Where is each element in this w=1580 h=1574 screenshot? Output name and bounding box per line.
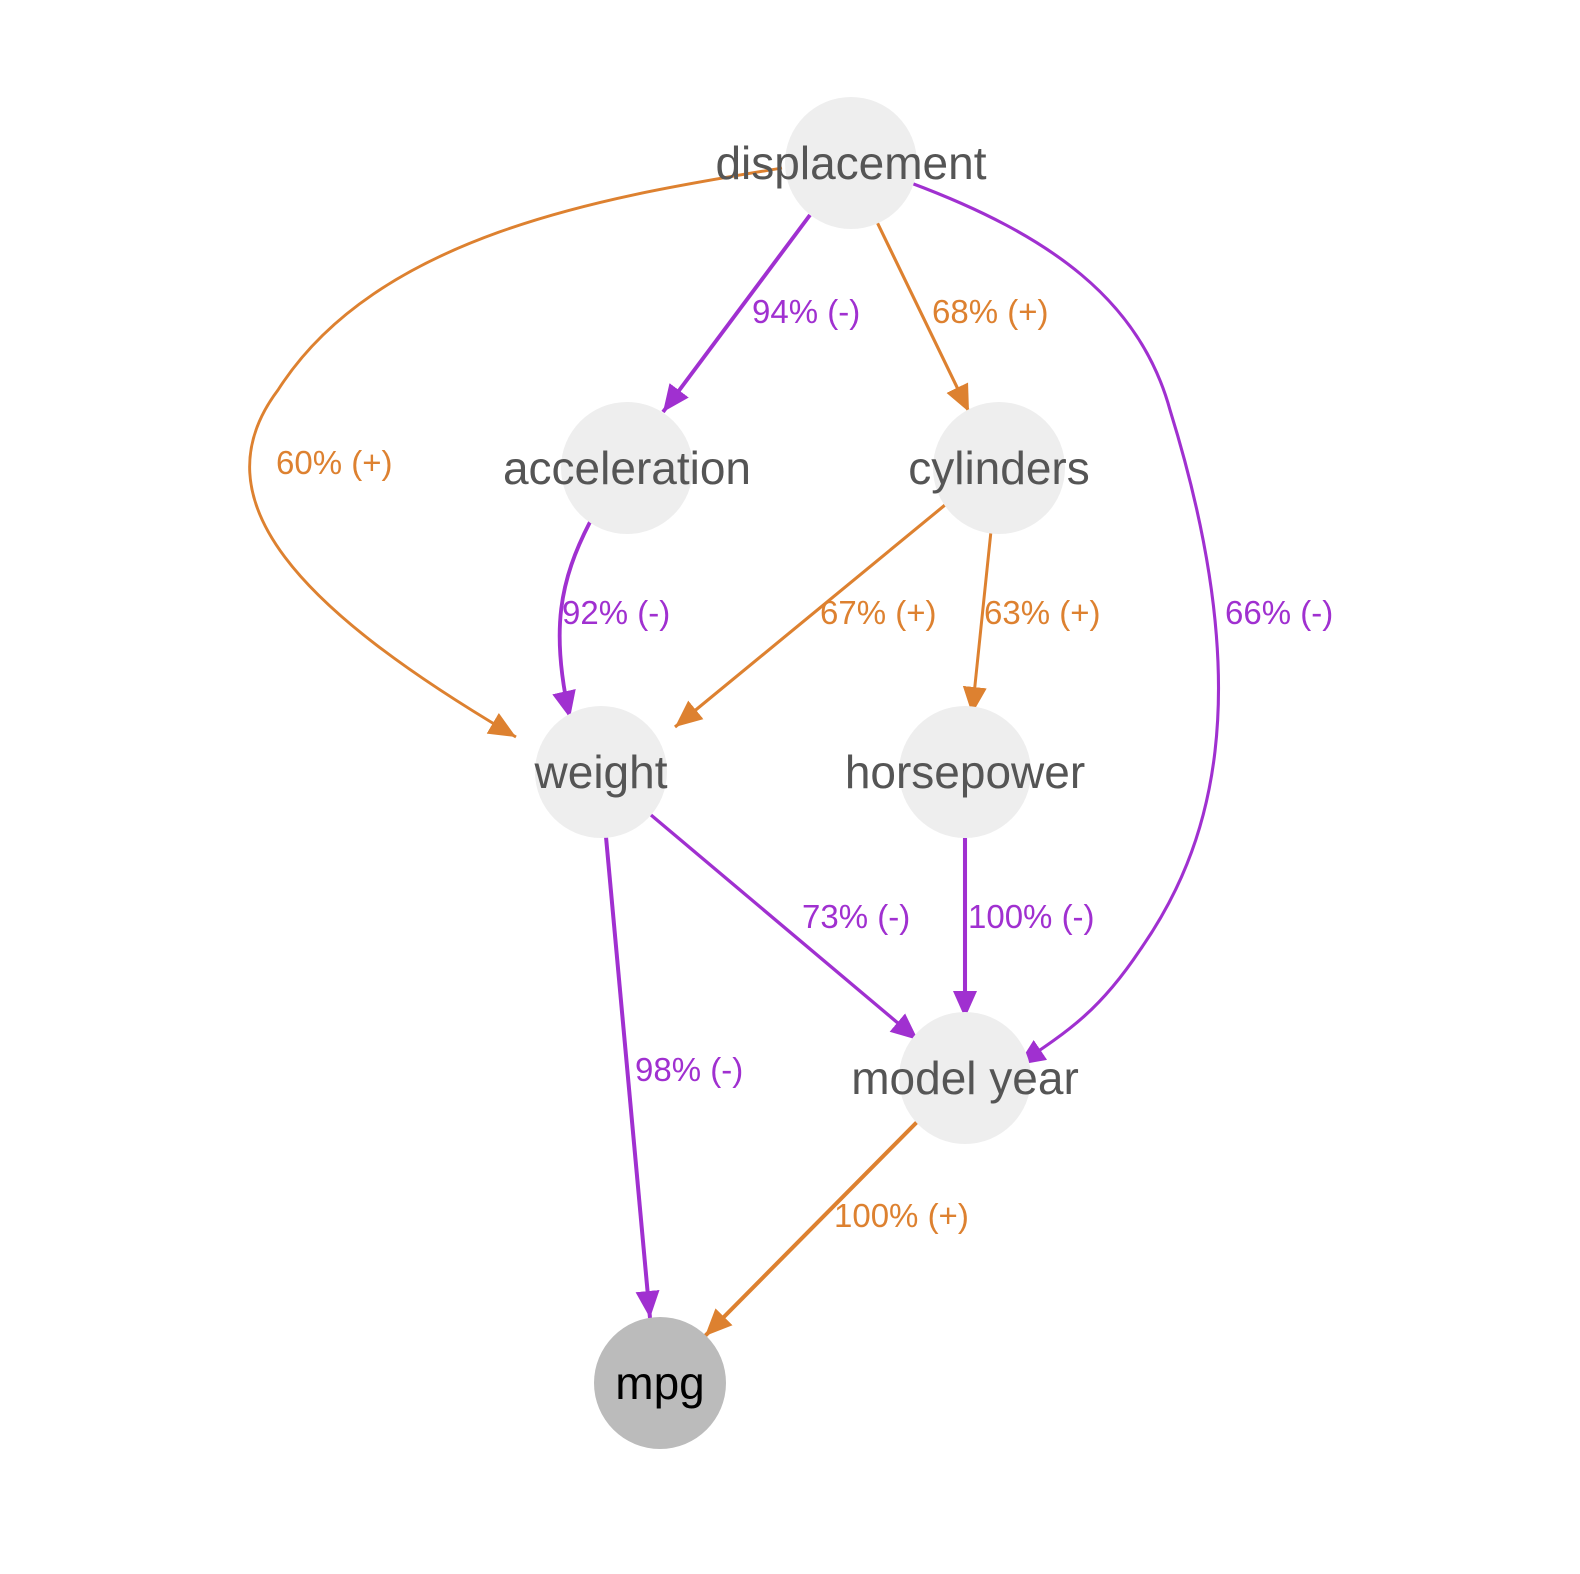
nodes-layer: displacement acceleration cylinders weig…: [503, 97, 1090, 1449]
node-label-horsepower: horsepower: [845, 746, 1085, 798]
node-label-weight: weight: [534, 746, 668, 798]
node-mpg[interactable]: mpg: [594, 1317, 726, 1449]
edge-label-cylinders-weight: 67% (+): [820, 594, 936, 631]
edge-displacement-to-acceleration[interactable]: 94% (-): [661, 213, 860, 414]
edge-acceleration-to-weight[interactable]: 92% (-): [552, 521, 671, 719]
node-displacement[interactable]: displacement: [715, 97, 987, 229]
edge-horsepower-to-model-year[interactable]: 100% (-): [953, 838, 1095, 1018]
node-horsepower[interactable]: horsepower: [845, 706, 1085, 838]
node-acceleration[interactable]: acceleration: [503, 402, 751, 534]
node-cylinders[interactable]: cylinders: [908, 402, 1090, 534]
node-label-cylinders: cylinders: [908, 442, 1090, 494]
node-label-acceleration: acceleration: [503, 442, 751, 494]
edge-weight-to-mpg[interactable]: 98% (-): [604, 836, 743, 1319]
edge-label-weight-mpg: 98% (-): [635, 1051, 743, 1088]
edge-displacement-to-weight[interactable]: 60% (+): [248, 166, 783, 739]
edge-label-cylinders-horsepower: 63% (+): [984, 594, 1100, 631]
node-weight[interactable]: weight: [534, 706, 668, 838]
edge-model-year-to-mpg[interactable]: 100% (+): [703, 1120, 969, 1338]
edge-label-displacement-model-year: 66% (-): [1225, 594, 1333, 631]
node-label-displacement: displacement: [715, 137, 986, 189]
node-label-mpg: mpg: [615, 1357, 704, 1409]
edge-weight-to-model-year[interactable]: 73% (-): [649, 813, 920, 1042]
node-label-model-year: model year: [851, 1052, 1079, 1104]
edge-displacement-to-model-year[interactable]: 66% (-): [910, 181, 1333, 1067]
edge-label-model-year-mpg: 100% (+): [834, 1197, 969, 1234]
edge-label-horsepower-model-year: 100% (-): [968, 898, 1095, 935]
node-model-year[interactable]: model year: [851, 1012, 1079, 1144]
edges-layer: 94% (-) 68% (+) 60% (+) 66% (-) 92% (-) …: [248, 166, 1333, 1338]
edge-label-displacement-weight: 60% (+): [276, 444, 392, 481]
edge-cylinders-to-horsepower[interactable]: 63% (+): [962, 530, 1100, 715]
edge-label-displacement-cylinders: 68% (+): [932, 293, 1048, 330]
edge-displacement-to-cylinders[interactable]: 68% (+): [875, 221, 1048, 413]
edge-label-displacement-acceleration: 94% (-): [752, 293, 860, 330]
edge-label-weight-model-year: 73% (-): [802, 898, 910, 935]
edge-label-acceleration-weight: 92% (-): [562, 594, 670, 631]
edge-cylinders-to-weight[interactable]: 67% (+): [674, 503, 946, 729]
